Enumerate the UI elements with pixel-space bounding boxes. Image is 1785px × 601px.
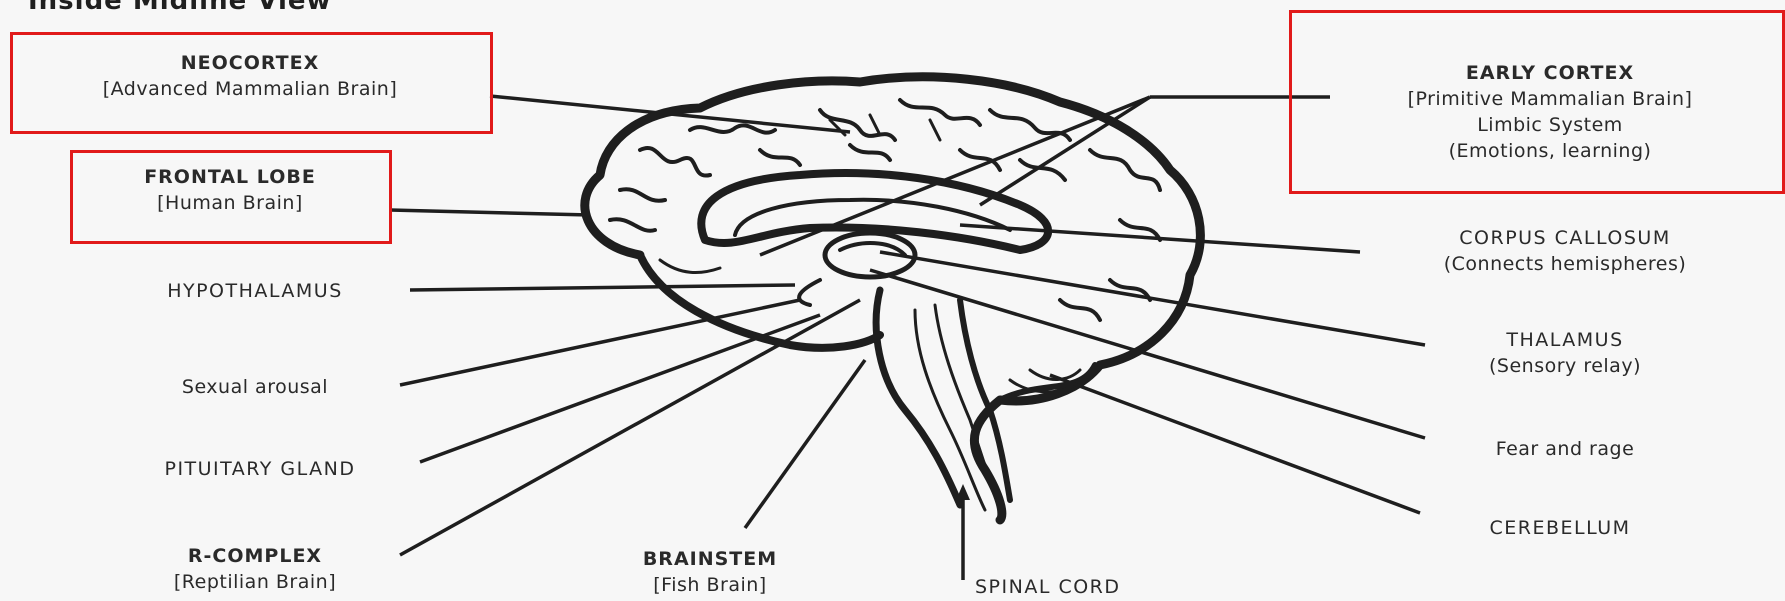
- label-spinal-cord: SPINAL CORD: [975, 574, 1195, 600]
- brainstem-outline: [876, 290, 960, 505]
- label-r-complex: R-COMPLEX [Reptilian Brain]: [115, 543, 395, 595]
- leader-hypothalamus: [410, 285, 795, 290]
- label-sexual-arousal: Sexual arousal: [120, 374, 390, 400]
- leader-sexual-arousal: [400, 300, 800, 385]
- label-fear-and-rage: Fear and rage: [1430, 436, 1700, 462]
- label-pituitary-gland: PITUITARY GLAND: [105, 456, 415, 482]
- leader-brainstem: [745, 360, 865, 528]
- label-thalamus: THALAMUS (Sensory relay): [1430, 327, 1700, 379]
- leader-frontal-lobe: [390, 210, 590, 215]
- corpus-callosum-shape: [701, 173, 1048, 250]
- label-hypothalamus: HYPOTHALAMUS: [110, 278, 400, 304]
- leader-early-cortex-c: [980, 97, 1150, 205]
- label-early-cortex: EARLY CORTEX [Primitive Mammalian Brain]…: [1320, 60, 1780, 164]
- label-neocortex: NEOCORTEX [Advanced Mammalian Brain]: [20, 50, 480, 102]
- label-corpus-callosum: CORPUS CALLOSUM (Connects hemispheres): [1365, 225, 1765, 277]
- leader-r-complex: [400, 300, 860, 555]
- label-brainstem: BRAINSTEM [Fish Brain]: [600, 546, 820, 598]
- label-frontal-lobe: FRONTAL LOBE [Human Brain]: [85, 164, 375, 216]
- leader-lines: [390, 96, 1425, 580]
- leader-neocortex: [490, 96, 850, 132]
- leader-cerebellum: [1050, 375, 1420, 513]
- label-cerebellum: CEREBELLUM: [1430, 515, 1690, 541]
